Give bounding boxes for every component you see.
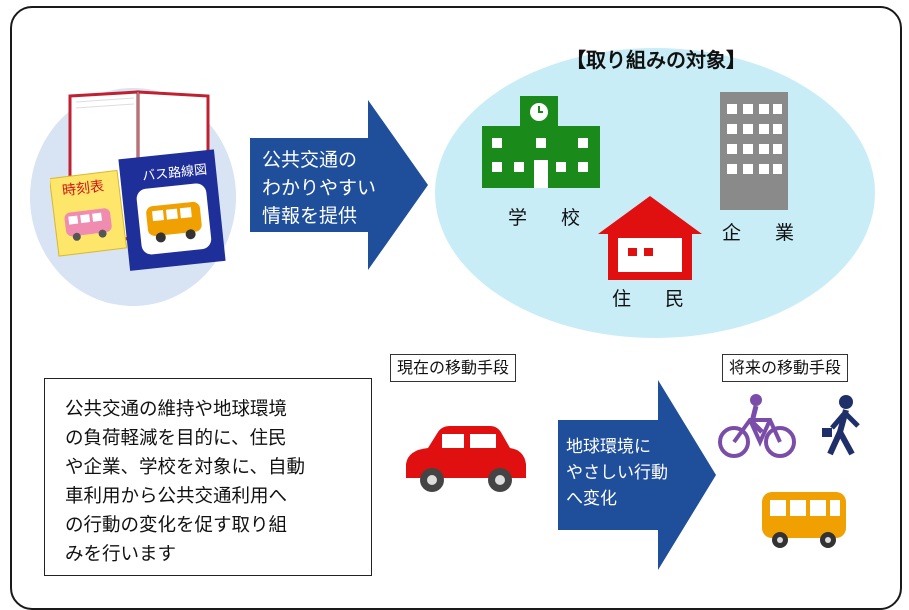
school-icon <box>482 96 600 188</box>
change-arrow-line-3: へ変化 <box>566 489 617 509</box>
change-arrow-line-1: 地球環境に <box>566 437 651 457</box>
school-label: 学 校 <box>508 207 595 229</box>
description-box: 公共交通の維持や地球環境 の負荷軽減を目的に、住民 や企業、学校を対象に、自動 … <box>44 378 372 576</box>
description-line-6: みを行います <box>65 544 177 565</box>
current-transport-label: 現在の移動手段 <box>390 354 517 382</box>
bus-icon <box>762 492 846 548</box>
route-map-card-icon <box>118 149 226 271</box>
description-line-5: の行動の変化を促す取り組 <box>65 515 288 536</box>
info-arrow-line-2: わかりやすい <box>262 177 377 199</box>
resident-label: 住 民 <box>612 288 699 310</box>
info-provision-arrow <box>250 100 428 270</box>
info-arrow-line-1: 公共交通の <box>262 149 358 171</box>
description-line-4: 車利用から公共交通利用へ <box>65 486 288 507</box>
targets-title: 【取り組みの対象】 <box>566 48 746 72</box>
info-arrow-line-3: 情報を提供 <box>262 205 358 227</box>
behavior-change-arrow <box>558 380 716 570</box>
description-line-3: や企業、学校を対象に、自動 <box>65 457 305 478</box>
resident-house-icon <box>598 196 702 280</box>
timetable-card-icon <box>50 169 128 257</box>
company-building-icon <box>720 92 788 210</box>
future-transport-label: 将来の移動手段 <box>722 354 849 382</box>
change-arrow-line-2: やさしい行動 <box>566 463 668 483</box>
description-line-1: 公共交通の維持や地球環境 <box>65 399 288 420</box>
walking-person-icon <box>822 395 860 456</box>
description-line-2: の負荷軽減を目的に、住民 <box>65 428 287 449</box>
company-label: 企 業 <box>722 222 809 244</box>
bicycle-icon <box>718 394 796 458</box>
car-icon <box>406 426 526 492</box>
targets-oval <box>435 48 875 338</box>
